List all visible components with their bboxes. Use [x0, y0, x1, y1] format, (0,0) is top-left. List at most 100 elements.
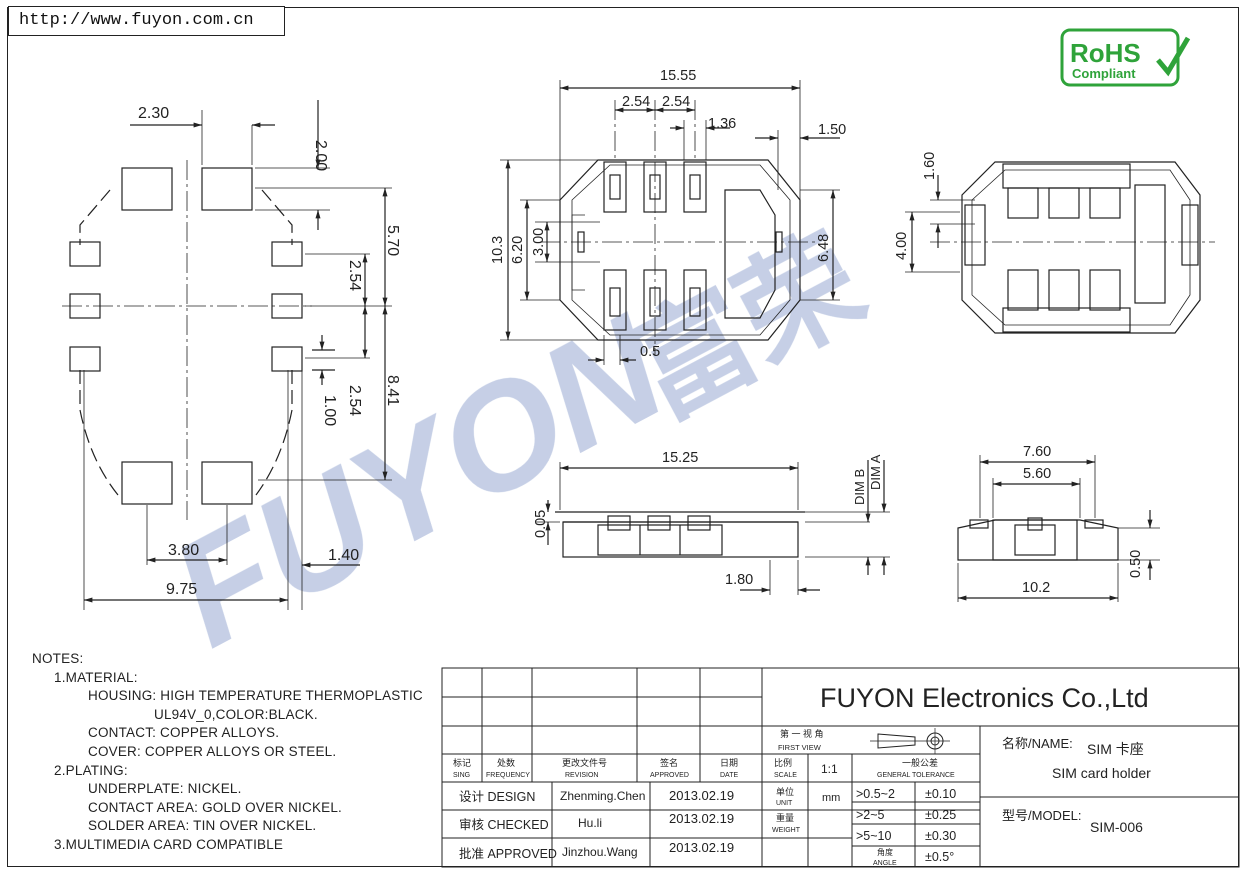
- tolerance-cn: 一般公差: [902, 757, 938, 768]
- dim-2-54-a: 2.54: [622, 94, 650, 110]
- design-date: 2013.02.19: [669, 788, 734, 803]
- model-value: SIM-006: [1090, 819, 1143, 835]
- dim-7-60: 7.60: [1023, 444, 1051, 460]
- note-contact-area: CONTACT AREA: GOLD OVER NICKEL.: [88, 799, 343, 815]
- front-view: [535, 460, 890, 595]
- dim-6-20: 6.20: [510, 236, 526, 264]
- dim-4-00: 4.00: [894, 232, 910, 260]
- approve-date: 2013.02.19: [669, 840, 734, 855]
- header-sign-cn: 签名: [660, 757, 678, 768]
- dim-2-00: 2.00: [312, 140, 329, 171]
- view-en: FIRST VIEW: [778, 743, 822, 752]
- dim-6-48: 6.48: [816, 234, 832, 262]
- note-housing-cont: UL94V_0,COLOR:BLACK.: [154, 706, 318, 722]
- side-view-dimensions: 7.60 5.60 0.50 10.2: [1022, 444, 1144, 596]
- name-en: SIM card holder: [1052, 765, 1151, 781]
- weight-en: WEIGHT: [772, 827, 801, 834]
- note-cover: COVER: COPPER ALLOYS OR STEEL.: [88, 743, 337, 759]
- dim-9-75: 9.75: [166, 581, 197, 598]
- note-plating: 2.PLATING:: [54, 762, 128, 778]
- dim-1-80: 1.80: [725, 572, 753, 588]
- header-rev-cn: 更改文件号: [562, 757, 607, 768]
- header-date-en: DATE: [720, 772, 738, 779]
- website-url[interactable]: http://www.fuyon.com.cn: [8, 6, 285, 36]
- dim-0-50: 0.50: [1128, 550, 1144, 578]
- angle-cn: 角度: [877, 847, 893, 857]
- dim-1-50: 1.50: [818, 122, 846, 138]
- top-view: [500, 80, 840, 365]
- unit-value: mm: [822, 792, 840, 804]
- unit-en: UNIT: [776, 800, 793, 807]
- rohs-text: RoHS: [1070, 38, 1141, 68]
- check-label: 审核 CHECKED: [459, 817, 549, 832]
- front-view-dimensions: 15.25 0.05 1.80 DIM B DIM A: [533, 450, 883, 588]
- footprint-dimensions: 2.30 2.00 5.70 2.54 8.41 2.54 1.00 3.80 …: [138, 105, 401, 598]
- unit-cn: 单位: [776, 786, 794, 797]
- header-rev-en: REVISION: [565, 772, 598, 779]
- tol-range-1: >0.5~2: [856, 787, 895, 801]
- dim-0-5: 0.5: [640, 344, 660, 360]
- design-label: 设计 DESIGN: [459, 789, 535, 804]
- dim-1-60: 1.60: [922, 152, 938, 180]
- notes-title: NOTES:: [32, 651, 84, 666]
- dim-3-00: 3.00: [531, 228, 547, 256]
- dim-8-41: 8.41: [384, 375, 401, 406]
- header-freq-cn: 处数: [497, 757, 515, 768]
- dim-15-25: 15.25: [662, 450, 698, 466]
- title-block: [441, 667, 1240, 868]
- view-cn: 第 一 视 角: [780, 728, 824, 739]
- approve-name: Jinzhou.Wang: [562, 845, 638, 859]
- dim-2-54-lower: 2.54: [346, 385, 363, 416]
- dim-1-40: 1.40: [328, 547, 359, 564]
- dim-b-label: DIM B: [852, 469, 867, 505]
- dim-5-60: 5.60: [1023, 466, 1051, 482]
- rohs-compliant-text: Compliant: [1072, 66, 1136, 81]
- scale-value: 1:1: [821, 762, 838, 776]
- dim-5-70: 5.70: [384, 225, 401, 256]
- header-mark-cn: 标记: [453, 757, 471, 768]
- dim-2-54-upper: 2.54: [346, 260, 363, 291]
- note-material: 1.MATERIAL:: [54, 669, 138, 685]
- header-freq-en: FREQUENCY: [486, 772, 530, 779]
- name-cn: SIM 卡座: [1087, 741, 1144, 757]
- tol-range-3: >5~10: [856, 829, 892, 843]
- right-view-dimensions: 1.60 4.00: [894, 152, 938, 260]
- note-multimedia: 3.MULTIMEDIA CARD COMPATIBLE: [54, 836, 284, 852]
- company-name: FUYON Electronics Co.,Ltd: [820, 683, 1149, 713]
- footprint-view: [62, 100, 392, 610]
- design-name: Zhenming.Chen: [560, 789, 645, 803]
- tol-angle: ±0.5°: [925, 850, 954, 864]
- header-mark-en: SING: [453, 772, 470, 779]
- model-label: 型号/MODEL:: [1002, 808, 1081, 823]
- right-view: [905, 161, 1215, 334]
- top-view-dimensions: 15.55 2.54 2.54 1.36 1.50 10.3 6.20 3.00…: [490, 68, 846, 360]
- dim-a-label: DIM A: [868, 454, 883, 490]
- notes-block: NOTES: 1.MATERIAL: HOUSING: HIGH TEMPERA…: [32, 650, 432, 855]
- note-underplate: UNDERPLATE: NICKEL.: [88, 781, 242, 797]
- check-name: Hu.li: [578, 816, 602, 830]
- scale-cn: 比例: [774, 757, 792, 768]
- tol-value-2: ±0.25: [925, 808, 956, 822]
- name-label: 名称/NAME:: [1002, 736, 1073, 751]
- note-solder-area: SOLDER AREA: TIN OVER NICKEL.: [88, 818, 317, 834]
- dim-0-05: 0.05: [533, 510, 549, 538]
- watermark-latin: FUYON: [146, 282, 691, 678]
- approve-label: 批准 APPROVED: [459, 846, 557, 861]
- header-date-cn: 日期: [720, 758, 738, 768]
- header-sign-en: APPROVED: [650, 772, 689, 779]
- dim-3-80: 3.80: [168, 542, 199, 559]
- dim-15-55: 15.55: [660, 68, 696, 84]
- dim-10-2: 10.2: [1022, 580, 1050, 596]
- angle-en: ANGLE: [873, 860, 897, 867]
- check-date: 2013.02.19: [669, 811, 734, 826]
- note-housing: HOUSING: HIGH TEMPERATURE THERMOPLASTIC: [88, 688, 423, 704]
- tolerance-en: GENERAL TOLERANCE: [877, 772, 955, 779]
- fuyon-watermark: FUYON 富荣: [146, 212, 884, 678]
- scale-en: SCALE: [774, 772, 797, 779]
- weight-cn: 重量: [776, 812, 794, 823]
- title-block-text: FUYON Electronics Co.,Ltd 标记 SING 处数 FRE…: [453, 683, 1151, 867]
- side-view: [957, 455, 1160, 602]
- dim-1-00: 1.00: [321, 395, 338, 426]
